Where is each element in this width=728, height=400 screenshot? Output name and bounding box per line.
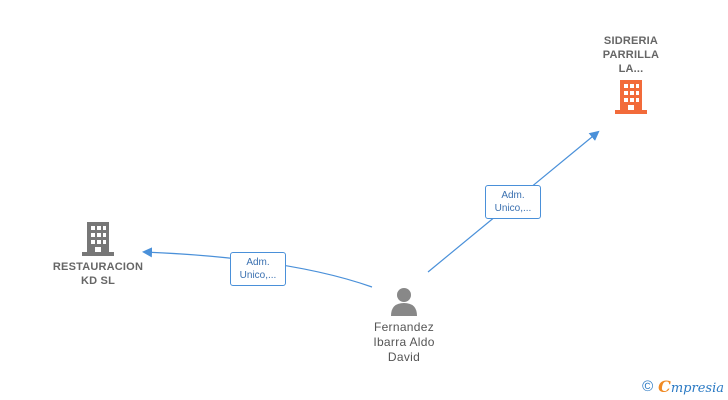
brand-logo: Cmpresia <box>658 377 724 396</box>
building-icon <box>82 222 114 256</box>
building-icon <box>615 80 647 114</box>
copyright-icon: © <box>642 378 654 395</box>
brand-watermark: © Cmpresia <box>642 377 724 396</box>
person-name: Fernandez Ibarra Aldo David <box>373 320 435 364</box>
company-name: RESTAURACION KD SL <box>52 261 144 287</box>
company-node-sidreria[interactable]: SIDRERIA PARRILLA LA... <box>580 34 682 114</box>
edge-label-restauracion[interactable]: Adm. Unico,... <box>230 252 286 286</box>
company-node-restauracion[interactable]: RESTAURACION KD SL <box>48 222 148 288</box>
edge-label-sidreria[interactable]: Adm. Unico,... <box>485 185 541 219</box>
person-icon <box>391 288 417 316</box>
person-node[interactable]: Fernandez Ibarra Aldo David <box>354 286 454 365</box>
company-name: SIDRERIA PARRILLA LA... <box>602 35 660 75</box>
